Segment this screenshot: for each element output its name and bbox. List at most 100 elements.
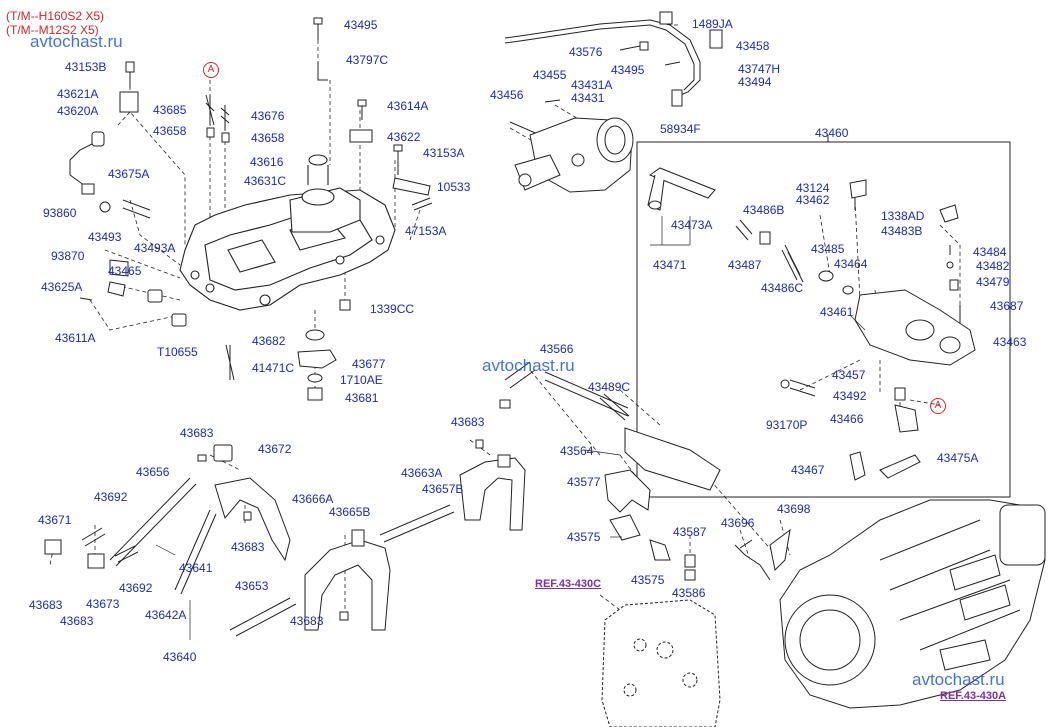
part-43465[interactable]: 43465 — [108, 264, 142, 278]
part-43642a[interactable]: 43642A — [145, 608, 187, 622]
part-43153a[interactable]: 43153A — [423, 146, 465, 160]
part-43673[interactable]: 43673 — [86, 597, 120, 611]
part-43461[interactable]: 43461 — [820, 305, 854, 319]
part-43475a[interactable]: 43475A — [937, 451, 979, 465]
part-43564[interactable]: 43564 — [560, 444, 594, 458]
part-43677[interactable]: 43677 — [352, 357, 386, 371]
ref-43-430a[interactable]: REF.43-430A — [940, 690, 1007, 702]
part-43611a[interactable]: 43611A — [55, 331, 96, 345]
part-43683-e[interactable]: 43683 — [290, 614, 324, 628]
part-43625a[interactable]: 43625A — [41, 280, 83, 294]
part-1339cc[interactable]: 1339CC — [370, 302, 415, 316]
part-43493[interactable]: 43493 — [88, 230, 122, 244]
part-43685[interactable]: 43685 — [153, 103, 187, 117]
part-43698[interactable]: 43698 — [777, 502, 811, 516]
part-43455[interactable]: 43455 — [533, 68, 567, 82]
part-43687[interactable]: 43687 — [990, 299, 1024, 313]
part-43577[interactable]: 43577 — [567, 475, 601, 489]
part-43692-a[interactable]: 43692 — [94, 490, 128, 504]
part-43431a[interactable]: 43431A — [571, 78, 613, 92]
part-43482[interactable]: 43482 — [976, 259, 1010, 273]
part-43641[interactable]: 43641 — [179, 561, 213, 575]
part-43494[interactable]: 43494 — [738, 75, 772, 89]
part-43492[interactable]: 43492 — [833, 389, 867, 403]
part-43681[interactable]: 43681 — [345, 391, 379, 405]
part-43683-c[interactable]: 43683 — [29, 598, 63, 612]
part-43124[interactable]: 43124 — [796, 181, 830, 195]
part-1338ad[interactable]: 1338AD — [881, 209, 925, 223]
part-43675a[interactable]: 43675A — [108, 167, 150, 181]
part-43676[interactable]: 43676 — [251, 109, 285, 123]
part-10533[interactable]: 10533 — [437, 180, 471, 194]
part-43797c[interactable]: 43797C — [346, 53, 389, 67]
part-43566[interactable]: 43566 — [540, 342, 574, 356]
part-41471c[interactable]: 41471C — [252, 361, 295, 375]
part-43471[interactable]: 43471 — [653, 258, 687, 272]
part-43486b[interactable]: 43486B — [743, 203, 785, 217]
part-1489ja[interactable]: 1489JA — [692, 17, 733, 31]
part-43487[interactable]: 43487 — [728, 258, 762, 272]
part-43479[interactable]: 43479 — [976, 275, 1010, 289]
part-43587[interactable]: 43587 — [673, 525, 707, 539]
dashed-leaders — [49, 24, 961, 615]
part-43575-b[interactable]: 43575 — [631, 573, 665, 587]
part-43640[interactable]: 43640 — [163, 650, 197, 664]
part-43463[interactable]: 43463 — [993, 335, 1027, 349]
part-43683-a[interactable]: 43683 — [180, 426, 214, 440]
part-43683-d[interactable]: 43683 — [60, 614, 94, 628]
part-43473a[interactable]: 43473A — [671, 218, 713, 232]
part-43657b[interactable]: 43657B — [422, 482, 464, 496]
part-43692-b[interactable]: 43692 — [119, 581, 153, 595]
part-43665b[interactable]: 43665B — [329, 505, 371, 519]
part-43631c[interactable]: 43631C — [244, 174, 287, 188]
part-43485[interactable]: 43485 — [811, 242, 845, 256]
part-t10655[interactable]: T10655 — [157, 345, 198, 359]
part-43495-right[interactable]: 43495 — [611, 63, 645, 77]
part-43682[interactable]: 43682 — [252, 334, 286, 348]
part-43683-b[interactable]: 43683 — [231, 540, 265, 554]
part-43696[interactable]: 43696 — [721, 516, 755, 530]
part-43576[interactable]: 43576 — [569, 45, 603, 59]
part-43663a[interactable]: 43663A — [401, 466, 443, 480]
part-43464[interactable]: 43464 — [834, 257, 868, 271]
part-43460[interactable]: 43460 — [815, 126, 849, 140]
part-43616[interactable]: 43616 — [250, 155, 284, 169]
part-43672[interactable]: 43672 — [258, 442, 292, 456]
part-43671[interactable]: 43671 — [38, 513, 72, 527]
part-43621a[interactable]: 43621A — [57, 87, 99, 101]
part-93870[interactable]: 93870 — [51, 249, 85, 263]
part-43666a[interactable]: 43666A — [292, 492, 334, 506]
part-43458[interactable]: 43458 — [736, 39, 770, 53]
part-43462[interactable]: 43462 — [796, 193, 830, 207]
part-58934f[interactable]: 58934F — [660, 122, 701, 136]
part-43495-top[interactable]: 43495 — [344, 18, 378, 32]
part-43586[interactable]: 43586 — [672, 586, 706, 600]
part-93170p[interactable]: 93170P — [766, 418, 808, 432]
part-43466[interactable]: 43466 — [830, 412, 864, 426]
part-43153b-left[interactable]: 43153B — [65, 60, 107, 74]
part-43658-a[interactable]: 43658 — [153, 124, 187, 138]
part-43575-a[interactable]: 43575 — [567, 530, 601, 544]
ref-43-430c[interactable]: REF.43-430C — [535, 578, 602, 590]
part-43486c[interactable]: 43486C — [761, 281, 804, 295]
part-43484[interactable]: 43484 — [973, 245, 1007, 259]
part-93860[interactable]: 93860 — [43, 206, 77, 220]
part-43457[interactable]: 43457 — [832, 368, 866, 382]
part-1710ae[interactable]: 1710AE — [340, 373, 383, 387]
part-43747h[interactable]: 43747H — [738, 62, 781, 76]
part-43467[interactable]: 43467 — [791, 463, 825, 477]
part-43431[interactable]: 43431 — [571, 91, 605, 105]
part-43658-b[interactable]: 43658 — [251, 131, 285, 145]
part-43483b[interactable]: 43483B — [881, 224, 923, 238]
part-43653[interactable]: 43653 — [235, 579, 269, 593]
part-43614a[interactable]: 43614A — [387, 99, 429, 113]
part-43489c[interactable]: 43489C — [588, 380, 631, 394]
part-43622[interactable]: 43622 — [387, 130, 421, 144]
part-43456[interactable]: 43456 — [490, 88, 524, 102]
part-43656[interactable]: 43656 — [136, 465, 170, 479]
part-43683-m[interactable]: 43683 — [451, 415, 485, 429]
part-47153a[interactable]: 47153A — [405, 224, 447, 238]
part-43493a[interactable]: 43493A — [134, 241, 176, 255]
part-43620a[interactable]: 43620A — [57, 104, 99, 118]
